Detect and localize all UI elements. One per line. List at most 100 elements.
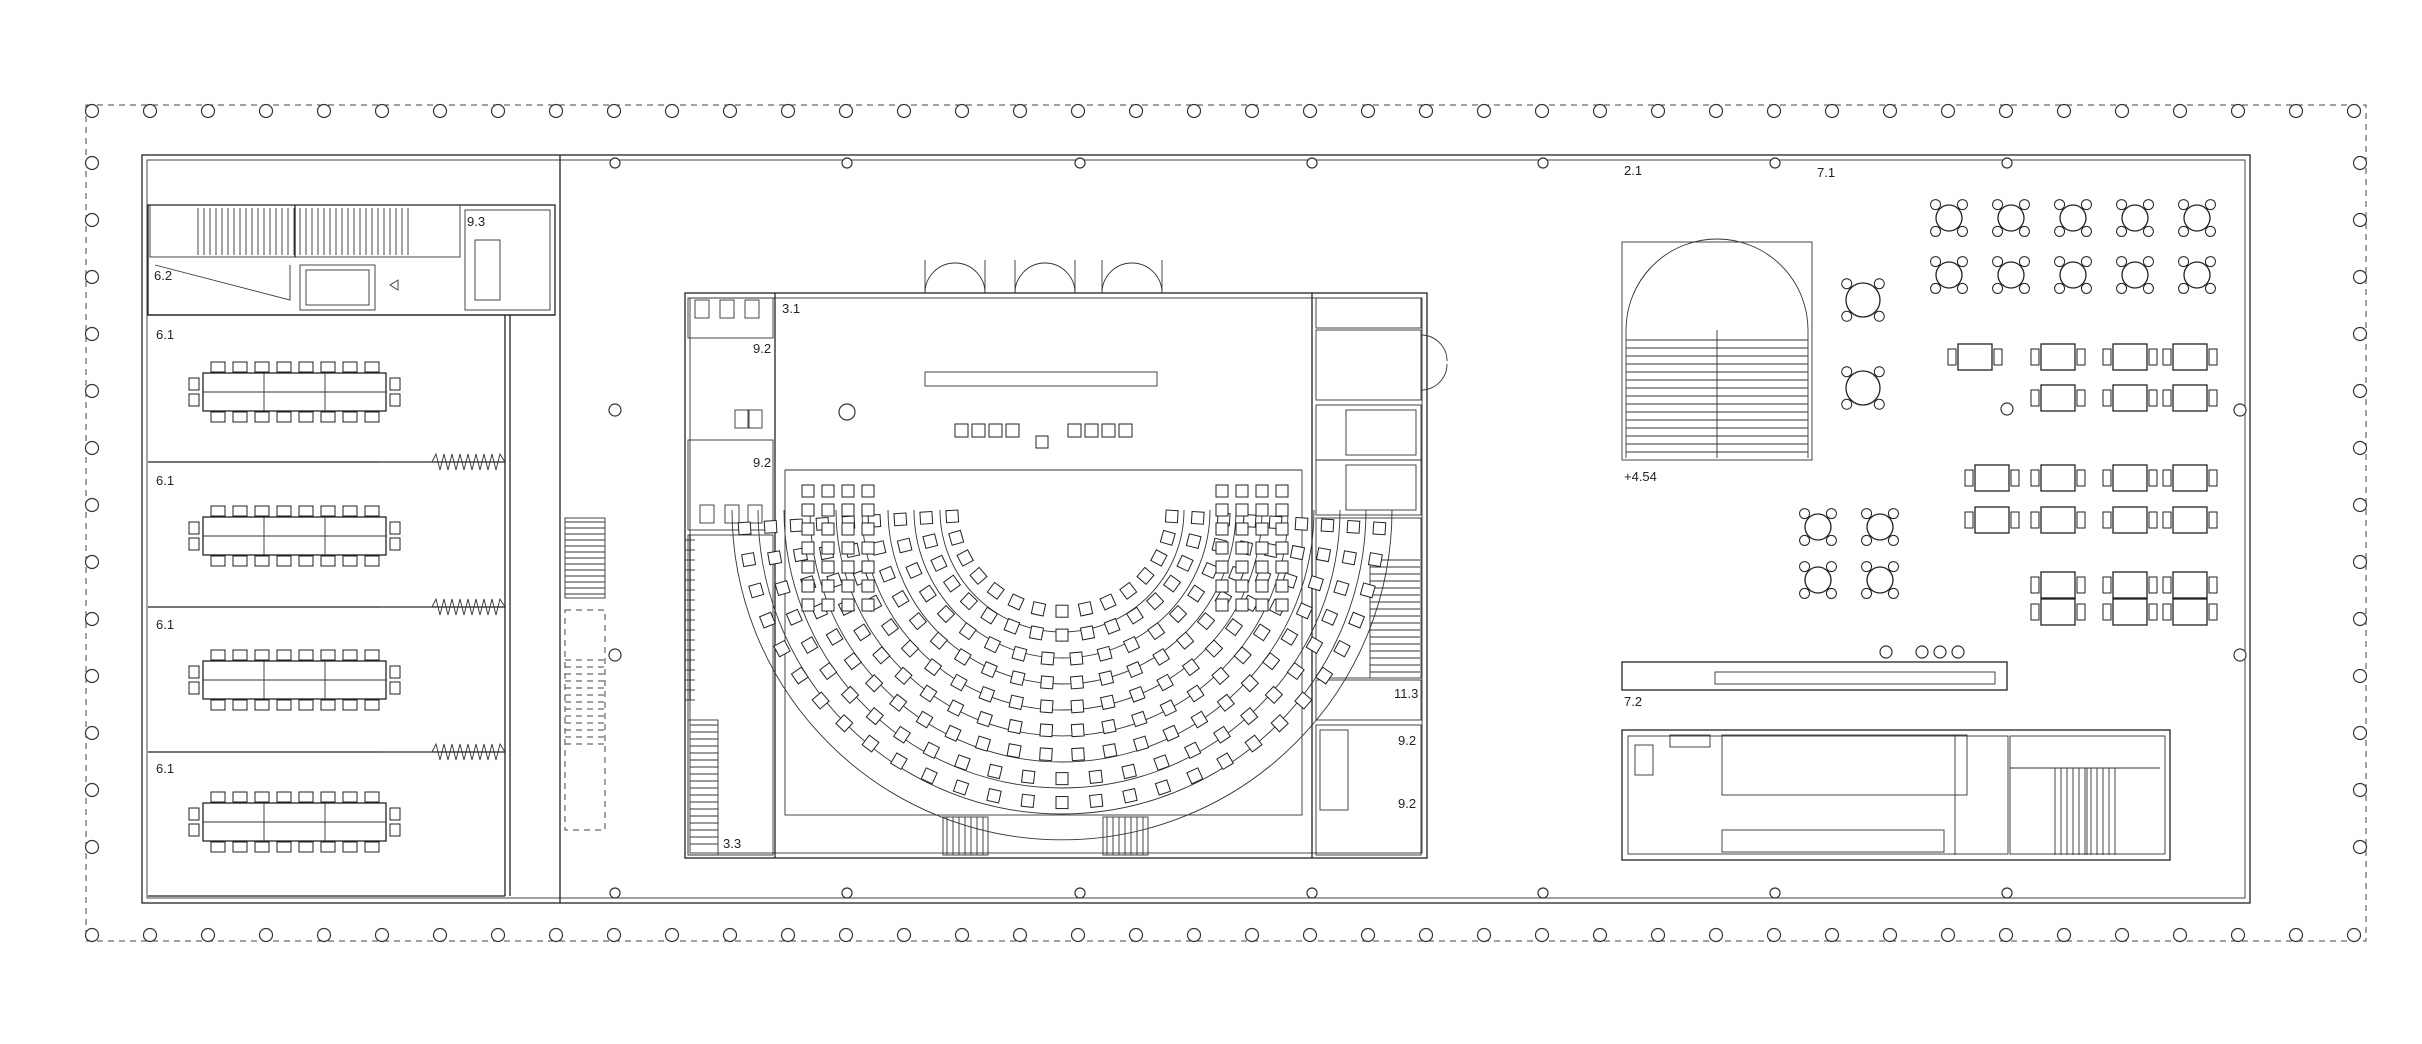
seat bbox=[1367, 552, 1383, 568]
seat bbox=[1235, 560, 1249, 574]
column bbox=[2172, 103, 2188, 119]
chair bbox=[320, 411, 336, 423]
chair bbox=[254, 699, 270, 711]
seat bbox=[737, 521, 752, 536]
column bbox=[548, 927, 564, 943]
chair bbox=[254, 555, 270, 567]
seat bbox=[1175, 631, 1195, 650]
seat bbox=[773, 639, 791, 658]
column bbox=[84, 497, 100, 513]
column bbox=[1708, 927, 1724, 943]
seat bbox=[1159, 699, 1178, 717]
chair bbox=[2080, 199, 2092, 211]
seat bbox=[801, 579, 815, 593]
column bbox=[2352, 440, 2368, 456]
chair bbox=[188, 521, 200, 535]
chair bbox=[1993, 348, 2003, 366]
chair bbox=[2076, 389, 2086, 407]
seat bbox=[1071, 747, 1085, 762]
chair bbox=[1841, 310, 1853, 322]
seat bbox=[1030, 601, 1047, 617]
chair bbox=[232, 841, 248, 853]
door-swing bbox=[1131, 262, 1163, 294]
column bbox=[1186, 103, 1202, 119]
label-11-3: 11.3 bbox=[1394, 686, 1418, 701]
seat bbox=[1040, 675, 1055, 690]
chair bbox=[210, 411, 226, 423]
column bbox=[722, 103, 738, 119]
column bbox=[896, 103, 912, 119]
seat bbox=[1255, 484, 1269, 498]
seat bbox=[1011, 645, 1028, 662]
seat bbox=[801, 522, 815, 536]
seat bbox=[1183, 741, 1202, 759]
chair bbox=[2142, 199, 2154, 211]
left-wing bbox=[147, 155, 606, 903]
chair bbox=[1861, 508, 1873, 520]
building-outline-inner bbox=[146, 159, 2246, 899]
chair bbox=[254, 505, 270, 517]
chair bbox=[2080, 282, 2092, 294]
chair bbox=[1992, 282, 2004, 294]
seat bbox=[1055, 772, 1069, 786]
seat bbox=[790, 666, 809, 685]
square-table bbox=[2040, 571, 2076, 599]
chair bbox=[1930, 256, 1942, 268]
column bbox=[609, 887, 621, 899]
column bbox=[2346, 103, 2362, 119]
column bbox=[896, 927, 912, 943]
stair-box bbox=[1102, 816, 1149, 856]
chair bbox=[342, 555, 358, 567]
seat bbox=[774, 579, 791, 597]
chair bbox=[298, 411, 314, 423]
seat bbox=[946, 699, 965, 717]
chair bbox=[2204, 225, 2216, 237]
chair bbox=[320, 361, 336, 373]
column bbox=[84, 383, 100, 399]
chair bbox=[389, 681, 401, 695]
chair bbox=[1873, 310, 1885, 322]
chair bbox=[342, 699, 358, 711]
seat bbox=[900, 639, 920, 658]
round-table bbox=[1804, 513, 1832, 541]
seat bbox=[1040, 651, 1055, 666]
seat bbox=[1088, 769, 1104, 785]
seat bbox=[1101, 718, 1117, 735]
seat bbox=[922, 741, 941, 759]
chair bbox=[188, 823, 200, 837]
column bbox=[2352, 782, 2368, 798]
chair bbox=[2030, 469, 2040, 487]
seat bbox=[1275, 541, 1289, 555]
column bbox=[780, 927, 796, 943]
chair bbox=[2030, 603, 2040, 621]
column bbox=[258, 927, 274, 943]
seat bbox=[1103, 617, 1121, 635]
chair bbox=[276, 505, 292, 517]
chair bbox=[342, 361, 358, 373]
seat bbox=[919, 510, 934, 525]
row-guide bbox=[913, 509, 1211, 659]
seat bbox=[978, 685, 996, 703]
bar-stool bbox=[1933, 645, 1947, 659]
square-table bbox=[2040, 343, 2076, 371]
column bbox=[2352, 212, 2368, 228]
seat bbox=[1275, 484, 1289, 498]
seat bbox=[1100, 694, 1116, 711]
column bbox=[2233, 648, 2247, 662]
chair bbox=[1825, 508, 1837, 520]
seat bbox=[987, 763, 1003, 780]
chair bbox=[1956, 199, 1968, 211]
seat bbox=[1348, 611, 1366, 629]
chair bbox=[298, 791, 314, 803]
chair bbox=[2142, 225, 2154, 237]
seat bbox=[1359, 582, 1376, 599]
square-table bbox=[2172, 384, 2208, 412]
column bbox=[142, 103, 158, 119]
row-guide bbox=[783, 509, 1341, 789]
seat bbox=[1119, 581, 1138, 600]
seat bbox=[1006, 743, 1022, 759]
seat bbox=[800, 636, 819, 654]
seat bbox=[1255, 541, 1269, 555]
chair bbox=[2080, 256, 2092, 268]
column bbox=[2288, 103, 2304, 119]
